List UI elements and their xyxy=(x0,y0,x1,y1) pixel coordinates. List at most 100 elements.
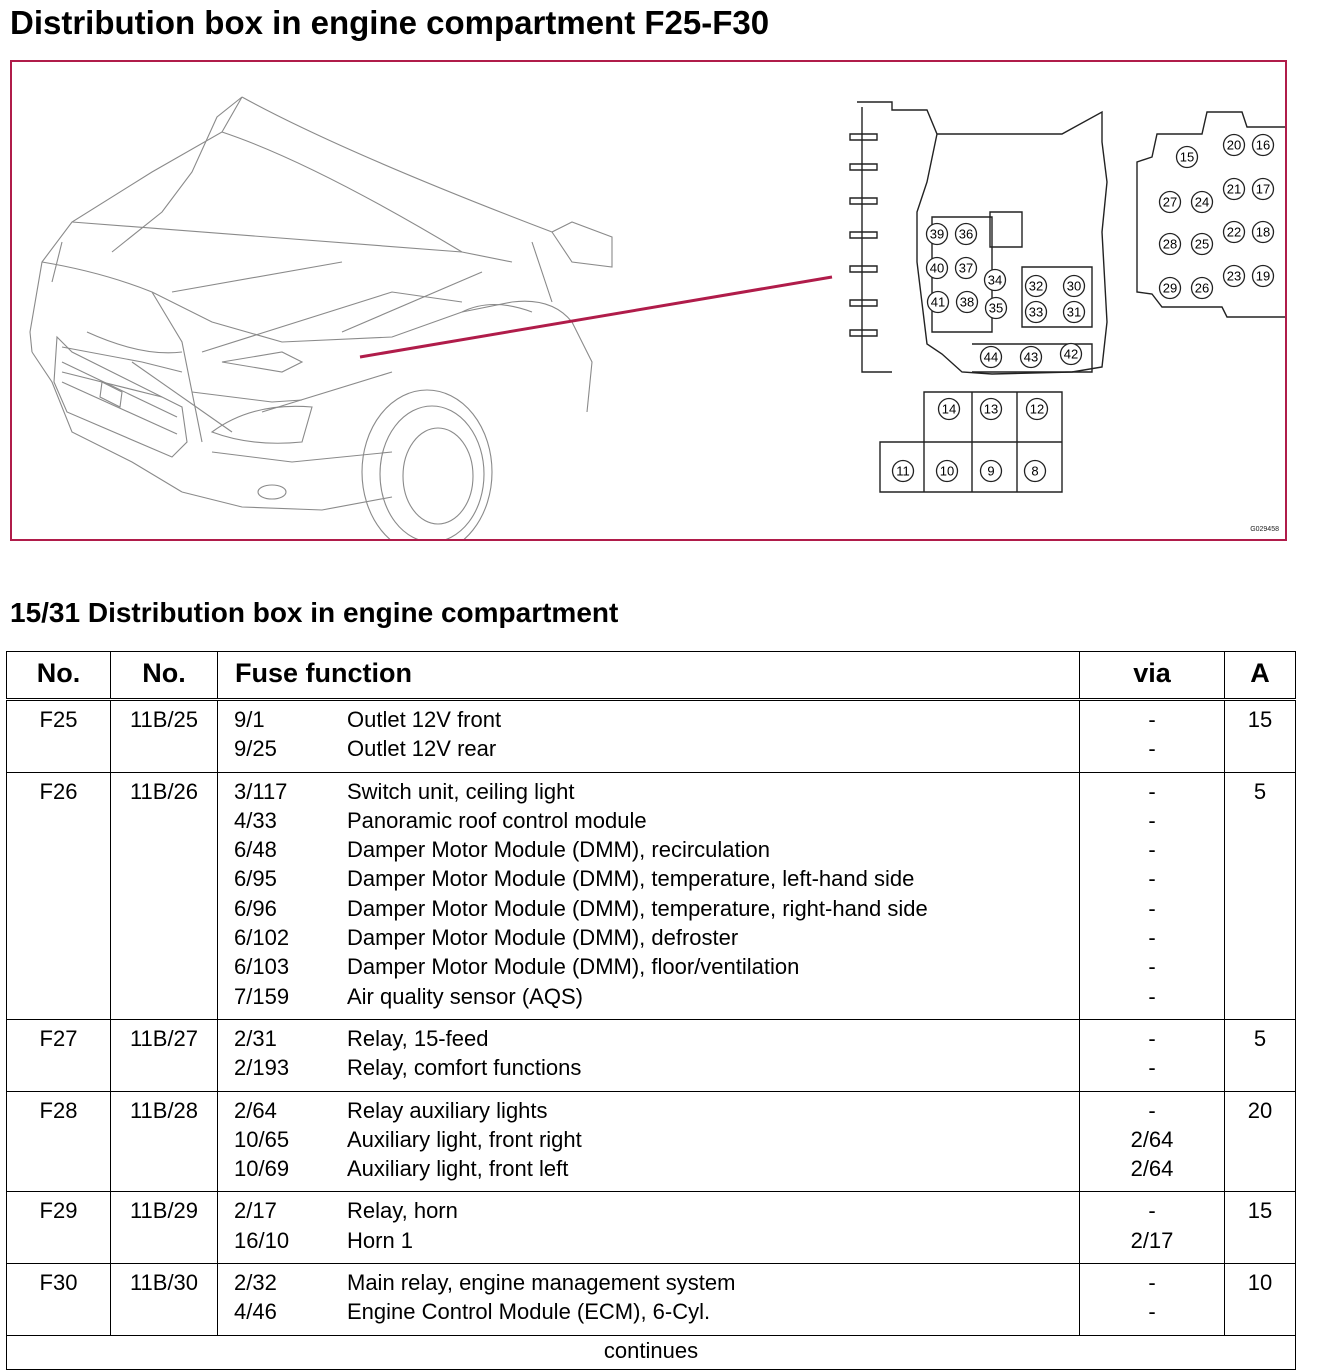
component-code: 6/95 xyxy=(234,866,277,892)
connector-number: 11B/28 xyxy=(129,1097,199,1123)
fuse-number-label: 16 xyxy=(1256,138,1270,153)
fuse-circle xyxy=(891,459,915,483)
lower-fuse-8: 8 xyxy=(1023,459,1047,483)
fuse-circle xyxy=(925,222,949,246)
right-fuse-21: 21 xyxy=(1222,177,1246,201)
component-description: Engine Control Module (ECM), 6-Cyl. xyxy=(347,1299,711,1325)
via-value: - xyxy=(1148,736,1156,762)
fuse-number-label: 19 xyxy=(1256,269,1270,284)
main-fuse-36: 36 xyxy=(954,222,978,246)
main-fuse-37: 37 xyxy=(954,256,978,280)
component-description: Auxiliary light, front left xyxy=(347,1156,569,1182)
component-code: 4/33 xyxy=(234,807,277,833)
fuse-number-label: 24 xyxy=(1195,195,1209,210)
fuse-number-cell: F28 xyxy=(6,1091,111,1193)
amperage: 5 xyxy=(1253,778,1267,804)
main-fuse-41: 41 xyxy=(926,290,950,314)
fuse-number-label: 15 xyxy=(1180,150,1194,165)
fuse-number-cell: F25 xyxy=(6,699,111,773)
component-code: 16/10 xyxy=(234,1227,290,1253)
fuse-circle xyxy=(1251,133,1275,157)
figure-code: G029458 xyxy=(1250,526,1279,533)
fuse-number-label: 21 xyxy=(1227,182,1241,197)
header-amperage: A xyxy=(1224,651,1296,701)
component-code: 7/159 xyxy=(234,983,290,1009)
component-code: 2/193 xyxy=(234,1055,290,1081)
fuse-number-label: 40 xyxy=(930,261,944,276)
continues-label: continues xyxy=(6,1334,1296,1370)
fuse-circle xyxy=(1222,133,1246,157)
page-title: Distribution box in engine compartment F… xyxy=(10,4,770,41)
right-fuse-19: 19 xyxy=(1251,264,1275,288)
via-value: - xyxy=(1148,778,1156,804)
fuse-circle xyxy=(1025,397,1049,421)
main-fuse-35: 35 xyxy=(984,296,1008,320)
fuse-number-cell: F29 xyxy=(6,1191,111,1265)
component-code: 6/96 xyxy=(234,895,277,921)
component-code: 9/25 xyxy=(234,736,277,762)
via-value: 2/64 xyxy=(1130,1126,1174,1152)
connector-number: 11B/29 xyxy=(129,1198,199,1224)
fuse-number-label: 8 xyxy=(1031,464,1038,479)
main-fuse-43: 43 xyxy=(1019,345,1043,369)
component-description: Relay, comfort functions xyxy=(347,1055,582,1081)
lower-fuse-box xyxy=(879,391,1063,493)
fuse-circle xyxy=(1024,274,1048,298)
via-value: - xyxy=(1148,1270,1156,1296)
fuse-number-label: 42 xyxy=(1064,347,1078,362)
connector-number-cell: 11B/30 xyxy=(110,1263,218,1336)
fuse-number-label: 17 xyxy=(1256,182,1270,197)
connector-number-cell: 11B/29 xyxy=(110,1191,218,1265)
fuse-circle xyxy=(1190,276,1214,300)
component-code: 6/48 xyxy=(234,837,277,863)
main-fuse-38: 38 xyxy=(955,290,979,314)
connector-number: 11B/26 xyxy=(129,778,199,804)
main-fuse-39: 39 xyxy=(925,222,949,246)
fuse-number-label: 10 xyxy=(940,464,954,479)
fuse-number-label: 31 xyxy=(1067,305,1081,320)
fuse-circle xyxy=(1019,345,1043,369)
connector-number-cell: 11B/26 xyxy=(110,772,218,1020)
right-fuse-26: 26 xyxy=(1190,276,1214,300)
fuse-number-label: 11 xyxy=(896,464,910,479)
amperage: 20 xyxy=(1247,1097,1273,1123)
right-fuse-24: 24 xyxy=(1190,190,1214,214)
component-description: Main relay, engine management system xyxy=(347,1270,736,1296)
via-value: - xyxy=(1148,707,1156,732)
fuse-number-label: 25 xyxy=(1195,237,1209,252)
fuse-number-label: 32 xyxy=(1029,279,1043,294)
fuse-number-cell: F27 xyxy=(6,1019,111,1092)
function-line: 7/159 Air quality sensor (AQS) xyxy=(218,982,1079,1011)
fuse-number-label: 14 xyxy=(942,402,956,417)
fuse-number-label: 9 xyxy=(987,464,994,479)
component-description: Air quality sensor (AQS) xyxy=(347,983,583,1009)
fuse-number-label: 22 xyxy=(1227,225,1241,240)
component-description: Outlet 12V front xyxy=(347,707,502,732)
table-footer-row: continues xyxy=(6,1334,1296,1370)
fuse-circle xyxy=(1024,300,1048,324)
component-code: 10/65 xyxy=(234,1126,290,1152)
via-value: - xyxy=(1148,807,1156,833)
component-code: 2/17 xyxy=(234,1198,277,1224)
right-fuse-box xyxy=(1136,111,1285,318)
via-cell: -2/17 xyxy=(1079,1191,1225,1265)
right-fuse-20: 20 xyxy=(1222,133,1246,157)
via-value: - xyxy=(1148,1097,1156,1123)
fuse-circle xyxy=(979,345,1003,369)
fuse-circle xyxy=(937,397,961,421)
fuse-number-label: 18 xyxy=(1256,225,1270,240)
section-title: 15/31 Distribution box in engine compart… xyxy=(10,597,619,628)
component-description: Relay auxiliary lights xyxy=(347,1097,548,1123)
function-line: 2/193 Relay, comfort functions xyxy=(218,1053,1079,1082)
table-header-row: No. No. Fuse function via A xyxy=(6,651,1296,701)
fuse-number-label: 29 xyxy=(1163,281,1177,296)
